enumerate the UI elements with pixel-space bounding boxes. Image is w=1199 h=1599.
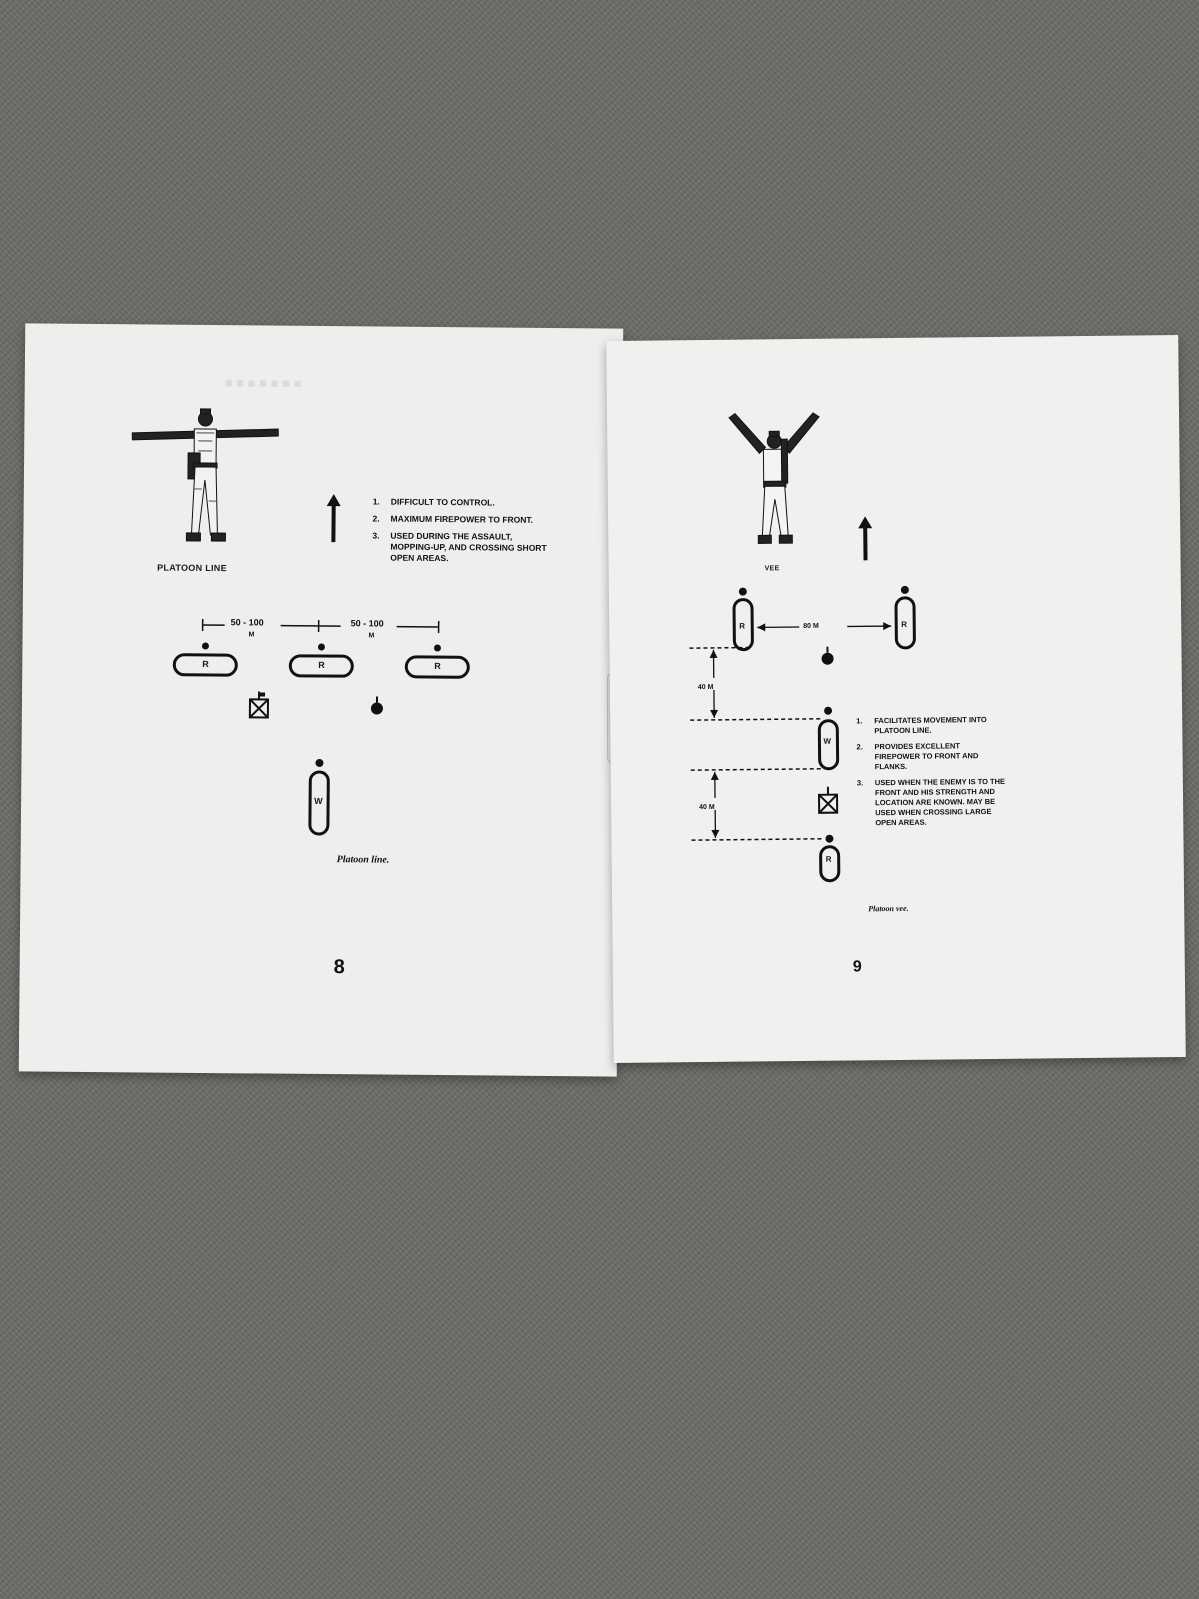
weapons-symbol: W <box>823 736 832 746</box>
figure-caption: Platoon line. <box>336 854 390 866</box>
unit-label: M <box>248 631 255 639</box>
list-item: 1.FACILITATES MOVEMENT INTO PLATOON LINE… <box>856 715 987 736</box>
list-item: 1.DIFFICULT TO CONTROL. <box>372 496 495 508</box>
list-item: 3.USED WHEN THE ENEMY IS TO THE FRONT AN… <box>856 776 1006 828</box>
squad-line-diagram <box>172 642 470 679</box>
distance-label: 40 M <box>699 803 715 812</box>
distance-bracket <box>201 618 440 634</box>
distance-label: 80 M <box>803 622 819 630</box>
squad-symbol: R <box>739 621 746 631</box>
left-points-list: 1.DIFFICULT TO CONTROL. 2.MAXIMUM FIREPO… <box>372 496 553 571</box>
distance-label: 50 - 100 <box>230 617 264 628</box>
weapons-squad-icon <box>308 758 330 836</box>
page-number: 8 <box>333 956 345 979</box>
weapons-symbol: W <box>314 795 323 807</box>
squad-symbol: R <box>318 659 326 671</box>
left-page: PLATOON LINE 1.DIFFICULT TO CONTROL. 2.M… <box>18 323 624 1077</box>
page-number: 9 <box>852 958 862 976</box>
vee-top-squads-diagram <box>732 585 916 665</box>
distance-label: 40 M <box>697 683 714 692</box>
list-item: 3.USED DURING THE ASSAULT, MOPPING-UP, A… <box>372 530 547 564</box>
direction-up-arrow-icon <box>326 494 341 543</box>
right-page: VEE 80 M R R <box>606 335 1186 1063</box>
squad-symbol: R <box>202 658 210 670</box>
list-item: 2.MAXIMUM FIREPOWER TO FRONT. <box>372 513 534 525</box>
platoon-leader-icon <box>370 696 383 715</box>
formation-label: VEE <box>764 565 780 573</box>
right-points-list: 1.FACILITATES MOVEMENT INTO PLATOON LINE… <box>856 715 1007 835</box>
distance-label: 50 - 100 <box>350 618 384 629</box>
formation-label: PLATOON LINE <box>157 562 227 574</box>
vee-depth-diagram <box>689 646 841 883</box>
direction-up-arrow-icon <box>858 516 873 561</box>
platoon-headquarters-icon <box>248 691 270 719</box>
squad-symbol: R <box>901 619 908 629</box>
unit-label: M <box>368 632 375 640</box>
soldier-arms-extended-illustration <box>131 408 279 542</box>
squad-symbol: R <box>825 854 832 864</box>
list-item: 2.PROVIDES EXCELLENT FIREPOWER TO FRONT … <box>856 741 979 772</box>
figure-caption: Platoon vee. <box>868 903 909 914</box>
squad-symbol: R <box>434 660 442 672</box>
soldier-arms-raised-illustration <box>728 412 820 544</box>
